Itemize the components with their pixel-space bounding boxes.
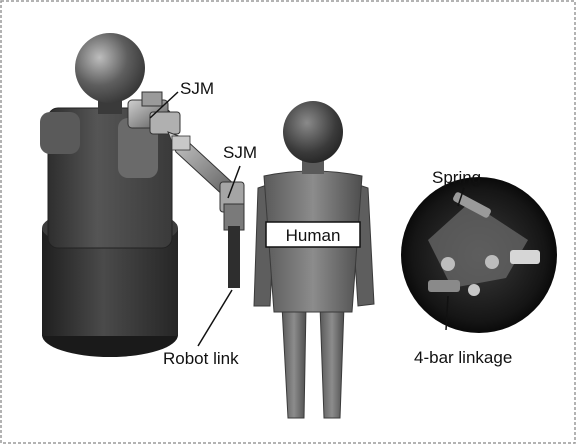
closeup-illustration — [401, 177, 557, 333]
human-label: Human — [286, 226, 341, 245]
closeup-bolt-1 — [441, 257, 455, 271]
closeup-bar-2 — [428, 280, 460, 292]
label-spring: Spring — [432, 168, 481, 187]
human-head — [283, 101, 343, 163]
human-right-leg — [320, 306, 344, 418]
label-robot-link: Robot link — [163, 349, 239, 368]
label-sjm-top: SJM — [180, 79, 214, 98]
label-four-bar-linkage: 4-bar linkage — [414, 348, 512, 367]
robot-link — [228, 226, 240, 288]
closeup-bolt-3 — [468, 284, 480, 296]
robot-head — [75, 33, 145, 103]
closeup-bar — [510, 250, 540, 264]
label-sjm-mid: SJM — [223, 143, 257, 162]
closeup-bolt-2 — [485, 255, 499, 269]
robot-shoulder-left — [40, 112, 80, 154]
